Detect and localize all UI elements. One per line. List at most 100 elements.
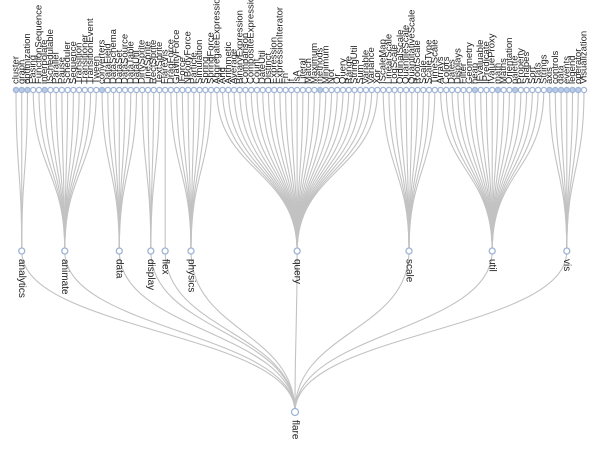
node-leaf-text-sprite[interactable]: TextSprite xyxy=(154,42,165,94)
node-leaf-circle[interactable] xyxy=(500,86,507,94)
node-leaf-and[interactable]: And xyxy=(217,67,228,94)
node-leaf-if[interactable]: If xyxy=(286,78,297,94)
node-leaf-circle[interactable] xyxy=(150,86,157,94)
node-group-data[interactable]: data xyxy=(114,247,125,279)
node-leaf-time-scale[interactable]: TimeScale xyxy=(429,39,440,94)
node-leaf-circle[interactable] xyxy=(276,86,284,94)
node-leaf-circle[interactable] xyxy=(213,86,221,94)
node-leaf-circle[interactable] xyxy=(385,86,393,94)
node-group-circle[interactable] xyxy=(61,247,69,255)
node-leaf-circle[interactable] xyxy=(104,86,112,94)
node-group-circle[interactable] xyxy=(161,247,169,255)
node-leaf-circle[interactable] xyxy=(391,86,398,94)
node-leaf-circle[interactable] xyxy=(179,86,186,94)
node-leaf-circle[interactable] xyxy=(87,86,94,94)
node-leaf-line-sprite[interactable]: LineSprite xyxy=(142,41,153,94)
node-leaf-circle[interactable] xyxy=(345,86,353,94)
node-leaf-circle[interactable] xyxy=(47,86,54,94)
node-leaf-circle[interactable] xyxy=(339,86,347,94)
node-collapsed-circle[interactable] xyxy=(494,86,502,94)
node-collapsed-circle[interactable] xyxy=(575,86,582,94)
node-group-animate[interactable]: animate xyxy=(59,247,70,295)
node-leaf-circle[interactable] xyxy=(488,86,496,94)
node-leaf-circle[interactable] xyxy=(121,86,129,94)
node-group-circle[interactable] xyxy=(115,247,123,255)
node-leaf-circle[interactable] xyxy=(242,86,249,94)
node-leaf-circle[interactable] xyxy=(506,86,513,94)
node-collapsed-circle[interactable] xyxy=(546,86,553,94)
node-collapsed-circle[interactable] xyxy=(24,86,31,94)
node-leaf-optimization[interactable]: optimization xyxy=(22,33,33,94)
node-leaf-circle[interactable] xyxy=(356,86,364,94)
node-leaf-circle[interactable] xyxy=(127,86,134,94)
node-collapsed-circle[interactable] xyxy=(569,86,576,94)
node-collapsed-circle[interactable] xyxy=(552,86,559,94)
node-leaf-circle[interactable] xyxy=(161,86,169,94)
node-collapsed-circle[interactable] xyxy=(316,86,324,94)
node-leaf-circle[interactable] xyxy=(253,86,261,94)
node-leaf-circle[interactable] xyxy=(138,86,146,94)
node-leaf-circle[interactable] xyxy=(58,86,66,94)
node-leaf-circle[interactable] xyxy=(328,86,335,94)
node-leaf-circle[interactable] xyxy=(402,86,410,94)
node-group-circle[interactable] xyxy=(18,247,26,255)
node-leaf-circle[interactable] xyxy=(288,86,295,94)
node-leaf-circle[interactable] xyxy=(75,86,83,94)
node-leaf-circle[interactable] xyxy=(230,86,238,94)
node-leaf-circle[interactable] xyxy=(156,86,163,94)
node-leaf-ipredicate[interactable]: IPredicate xyxy=(481,41,492,94)
node-leaf-circle[interactable] xyxy=(362,86,370,94)
node-leaf-circle[interactable] xyxy=(466,86,473,94)
node-leaf-circle[interactable] xyxy=(144,86,152,94)
node-leaf-circle[interactable] xyxy=(225,86,232,94)
node-group-flex[interactable]: flex xyxy=(160,247,171,275)
node-leaf-circle[interactable] xyxy=(93,86,100,94)
node-root[interactable]: flare xyxy=(289,407,300,440)
node-group-circle[interactable] xyxy=(147,247,155,255)
node-leaf-circle[interactable] xyxy=(207,86,215,94)
node-leaf-circle[interactable] xyxy=(196,86,203,94)
node-group-vis[interactable]: vis xyxy=(561,247,572,271)
node-leaf-circle[interactable] xyxy=(483,86,490,94)
node-leaf-circle[interactable] xyxy=(265,86,272,94)
node-collapsed-circle[interactable] xyxy=(471,86,479,94)
node-leaf-circle[interactable] xyxy=(379,86,387,94)
node-leaf-circle[interactable] xyxy=(477,86,484,94)
node-leaf-circle[interactable] xyxy=(35,86,43,94)
node-leaf-circle[interactable] xyxy=(454,86,462,94)
node-leaf-minimum[interactable]: Minimum xyxy=(320,45,331,94)
node-collapsed-circle[interactable] xyxy=(563,86,571,94)
node-leaf-circle[interactable] xyxy=(305,86,312,94)
node-group-circle[interactable] xyxy=(187,247,195,255)
node-leaf-circle[interactable] xyxy=(110,86,117,94)
node-leaf-circle[interactable] xyxy=(173,86,180,94)
node-leaf-circle[interactable] xyxy=(299,86,307,94)
node-leaf-circle[interactable] xyxy=(431,86,439,94)
node-leaf-circle[interactable] xyxy=(374,86,381,94)
node-leaf-circle[interactable] xyxy=(167,86,175,94)
node-group-util[interactable]: util xyxy=(487,247,498,272)
node-leaf-circle[interactable] xyxy=(437,86,444,94)
node-leaf-circle[interactable] xyxy=(529,86,536,94)
node-group-circle[interactable] xyxy=(405,247,413,255)
node-group-circle[interactable] xyxy=(563,247,571,255)
node-leaf-circle[interactable] xyxy=(184,86,192,94)
node-group-analytics[interactable]: analytics xyxy=(16,247,27,298)
node-leaf-circle[interactable] xyxy=(282,86,289,94)
node-leaf-circle[interactable] xyxy=(116,86,123,94)
node-leaf-circle[interactable] xyxy=(420,86,427,94)
node-leaf-iscale-map[interactable]: IScaleMap xyxy=(378,39,389,94)
node-leaf-expression[interactable]: Expression xyxy=(269,37,280,94)
node-leaf-circle[interactable] xyxy=(351,86,358,94)
node-leaf-circle[interactable] xyxy=(236,86,244,94)
node-leaf-circle[interactable] xyxy=(523,86,530,94)
node-leaf-iforce[interactable]: IForce xyxy=(177,57,188,94)
node-leaf-circle[interactable] xyxy=(64,86,71,94)
node-leaf-visualization[interactable]: Visualization xyxy=(579,31,590,94)
node-group-query[interactable]: query xyxy=(291,247,302,284)
node-group-display[interactable]: display xyxy=(145,247,156,290)
node-leaf-circle[interactable] xyxy=(517,86,525,94)
node-leaf-circle[interactable] xyxy=(534,86,542,94)
node-leaf-circle[interactable] xyxy=(270,86,278,94)
node-leaf-transitioner[interactable]: Transitioner xyxy=(79,34,90,94)
